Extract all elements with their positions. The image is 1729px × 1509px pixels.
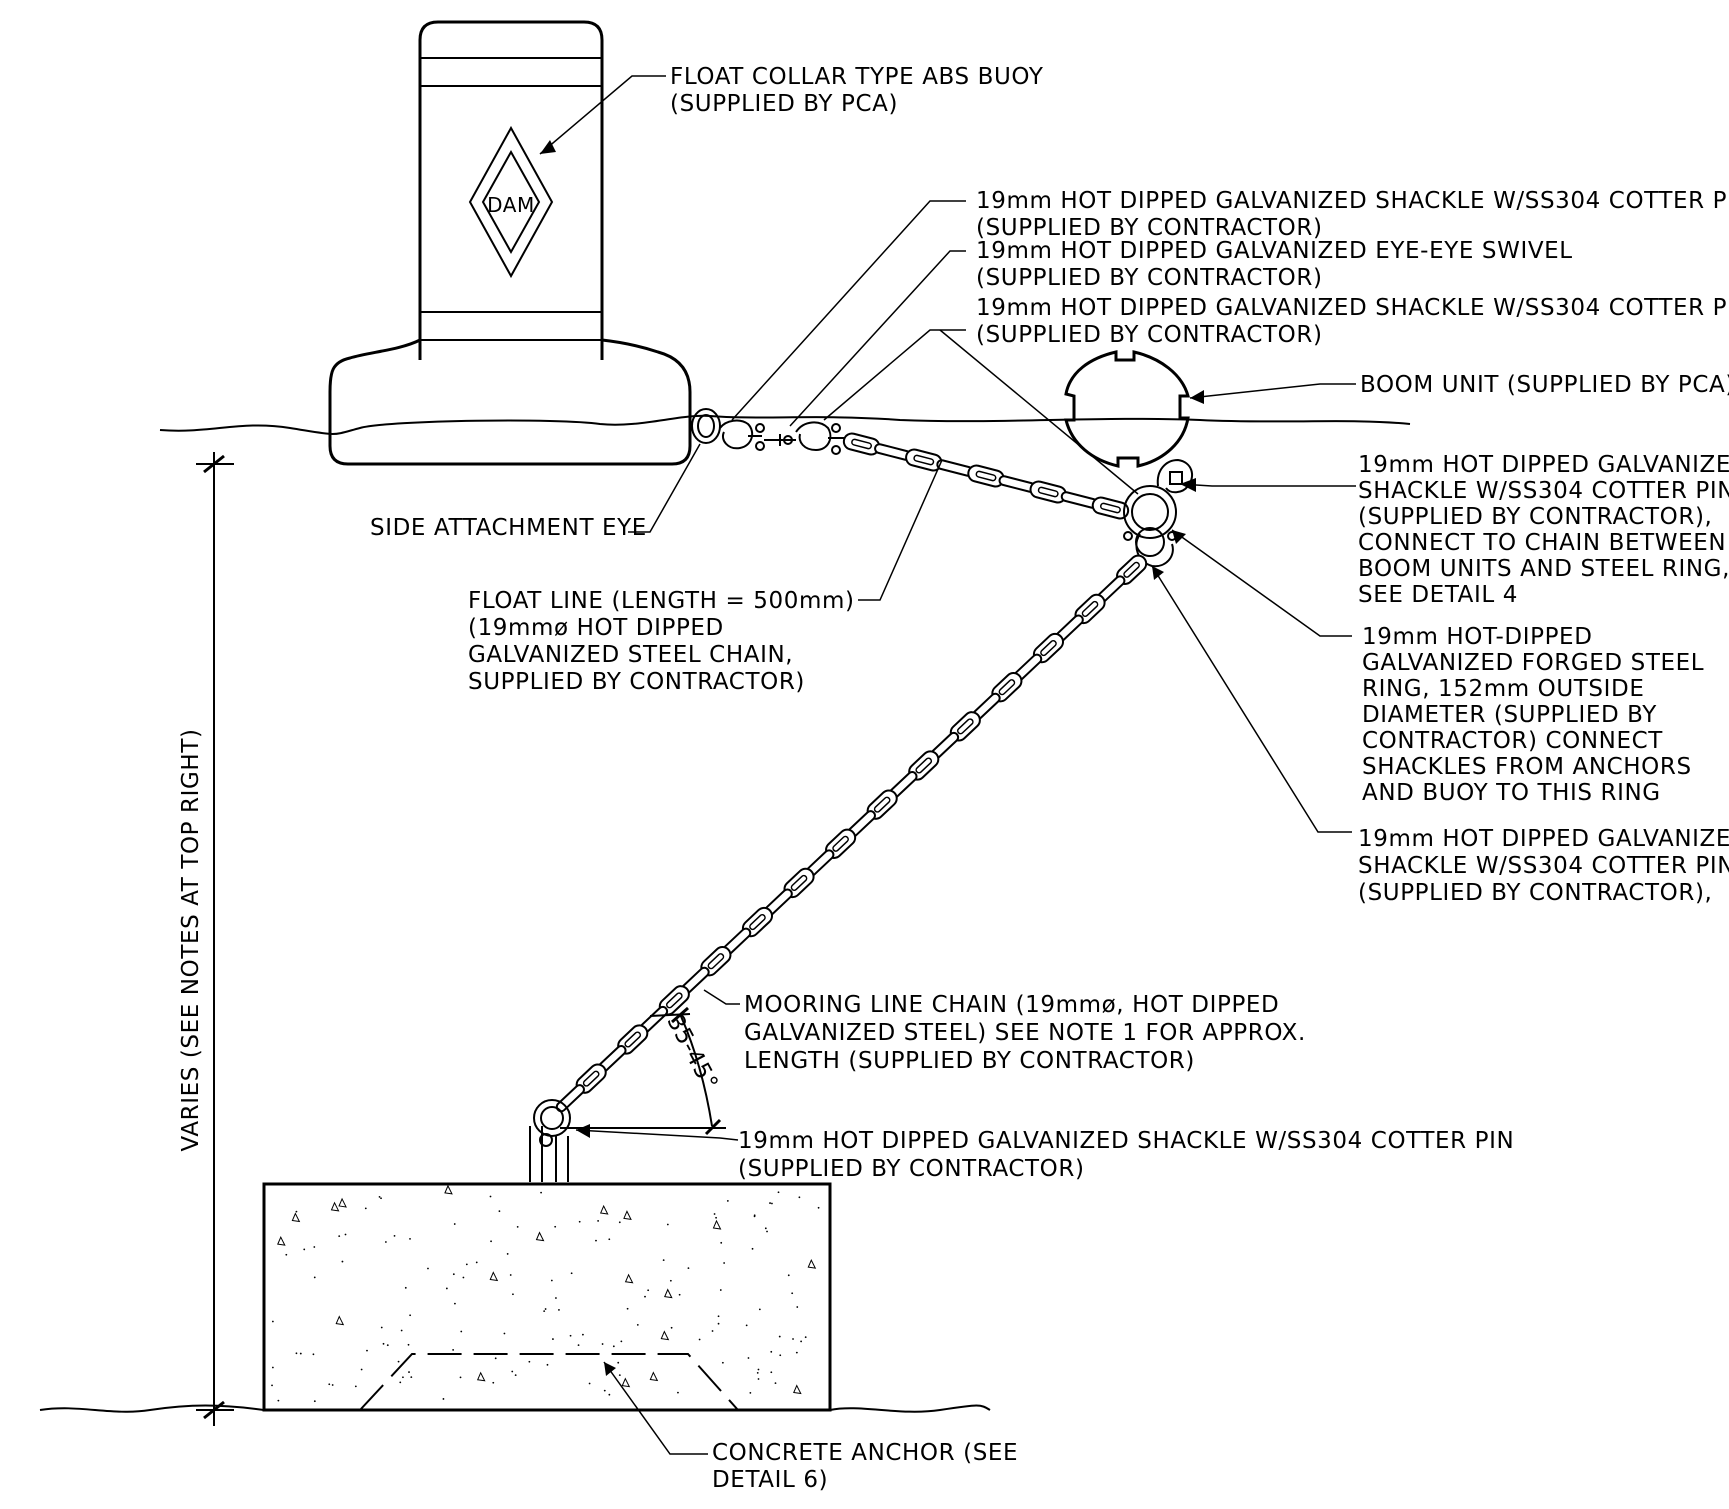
chain-link	[1029, 480, 1067, 504]
dam-diamond-outer	[468, 125, 554, 279]
label-concrete-line-1: CONCRETE ANCHOR (SEE	[712, 1440, 1018, 1466]
label-steel-ring-line-4: DIAMETER (SUPPLIED BY	[1362, 702, 1657, 728]
boom-shackle	[1156, 458, 1194, 494]
label-shackle-boom-line-6: SEE DETAIL 4	[1358, 582, 1518, 608]
chain-link	[967, 464, 1005, 488]
label-shackle-boom-line-4: CONNECT TO CHAIN BETWEEN	[1358, 530, 1726, 556]
label-shackle-ring-line-2: SHACKLE W/SS304 COTTER PIN	[1358, 853, 1729, 879]
label-steel-ring-line-1: 19mm HOT-DIPPED	[1362, 624, 1593, 650]
steel-ring-assembly	[1123, 458, 1194, 568]
label-mooring-line-3: LENGTH (SUPPLIED BY CONTRACTOR)	[744, 1048, 1195, 1074]
label-buoy-line-2: (SUPPLIED BY PCA)	[670, 91, 898, 117]
anchor-shackle	[529, 1099, 571, 1182]
leader-lines	[539, 75, 1356, 1455]
callout-labels: FLOAT COLLAR TYPE ABS BUOY(SUPPLIED BY P…	[370, 64, 1729, 1493]
label-steel-ring-line-7: AND BUOY TO THIS RING	[1362, 780, 1661, 806]
label-float-line-line-3: GALVANIZED STEEL CHAIN,	[468, 642, 793, 668]
dam-diamond-inner	[481, 149, 541, 255]
label-buoy-line-1: FLOAT COLLAR TYPE ABS BUOY	[670, 64, 1044, 90]
chain-link	[842, 432, 881, 456]
label-mooring-line-2: GALVANIZED STEEL) SEE NOTE 1 FOR APPROX.	[744, 1020, 1306, 1046]
label-shackle-top-line-2: (SUPPLIED BY CONTRACTOR)	[976, 215, 1323, 241]
concrete-anchor	[262, 1182, 832, 1412]
chain-link	[905, 448, 943, 472]
label-steel-ring-line-6: SHACKLES FROM ANCHORS	[1362, 754, 1692, 780]
label-shackle-second-line-2: (SUPPLIED BY CONTRACTOR)	[976, 322, 1323, 348]
label-float-line-line-1: FLOAT LINE (LENGTH = 500mm)	[468, 588, 855, 614]
mooring-line-chain	[555, 554, 1148, 1113]
label-shackle-anchor-line-2: (SUPPLIED BY CONTRACTOR)	[738, 1156, 1085, 1182]
shackle-2	[795, 421, 832, 452]
label-steel-ring-line-3: RING, 152mm OUTSIDE	[1362, 676, 1644, 702]
label-shackle-boom-line-5: BOOM UNITS AND STEEL RING,	[1358, 556, 1729, 582]
varies-label: VARIES (SEE NOTES AT TOP RIGHT)	[178, 728, 204, 1151]
label-boom-unit-line-1: BOOM UNIT (SUPPLIED BY PCA)	[1360, 372, 1729, 398]
label-shackle-ring-line-1: 19mm HOT DIPPED GALVANIZED	[1358, 826, 1729, 852]
label-shackle-boom-line-3: (SUPPLIED BY CONTRACTOR),	[1358, 504, 1712, 530]
float-line-chain	[842, 432, 1130, 520]
label-shackle-top-line-1: 19mm HOT DIPPED GALVANIZED SHACKLE W/SS3…	[976, 188, 1729, 214]
seabed-line	[39, 1404, 991, 1413]
label-steel-ring-line-5: CONTRACTOR) CONNECT	[1362, 728, 1663, 754]
label-swivel-line-2: (SUPPLIED BY CONTRACTOR)	[976, 265, 1323, 291]
buoy: DAM	[328, 20, 692, 466]
label-swivel-line-1: 19mm HOT DIPPED GALVANIZED EYE-EYE SWIVE…	[976, 238, 1573, 264]
chain-link	[555, 1084, 585, 1113]
label-shackle-second-line-1: 19mm HOT DIPPED GALVANIZED SHACKLE W/SS3…	[976, 295, 1729, 321]
label-float-line-line-2: (19mmø HOT DIPPED	[468, 615, 724, 641]
label-concrete-line-2: DETAIL 6)	[712, 1467, 828, 1493]
label-float-line-line-4: SUPPLIED BY CONTRACTOR)	[468, 669, 805, 695]
water-surface-line	[159, 414, 1411, 435]
label-steel-ring-line-2: GALVANIZED FORGED STEEL	[1362, 650, 1704, 676]
side-attachment-eye	[691, 408, 721, 444]
label-mooring-line-1: MOORING LINE CHAIN (19mmø, HOT DIPPED	[744, 992, 1279, 1018]
label-side-eye-line-1: SIDE ATTACHMENT EYE	[370, 515, 647, 541]
label-shackle-ring-line-3: (SUPPLIED BY CONTRACTOR),	[1358, 880, 1712, 906]
shackle-1	[719, 419, 754, 450]
depth-dimension: VARIES (SEE NOTES AT TOP RIGHT)	[178, 452, 234, 1426]
label-shackle-boom-line-2: SHACKLE W/SS304 COTTER PIN	[1358, 478, 1729, 504]
leader-arrowheads	[540, 140, 1204, 1376]
eye-eye-swivel	[764, 434, 796, 446]
chain-link	[1091, 496, 1130, 520]
label-shackle-anchor-line-1: 19mm HOT DIPPED GALVANIZED SHACKLE W/SS3…	[738, 1128, 1514, 1154]
dam-text: DAM	[487, 193, 535, 217]
label-shackle-boom-line-1: 19mm HOT DIPPED GALVANIZED	[1358, 452, 1729, 478]
steel-ring	[1123, 485, 1177, 539]
float-line-hardware	[691, 408, 846, 455]
angle-label: 35-45°	[661, 1010, 722, 1095]
